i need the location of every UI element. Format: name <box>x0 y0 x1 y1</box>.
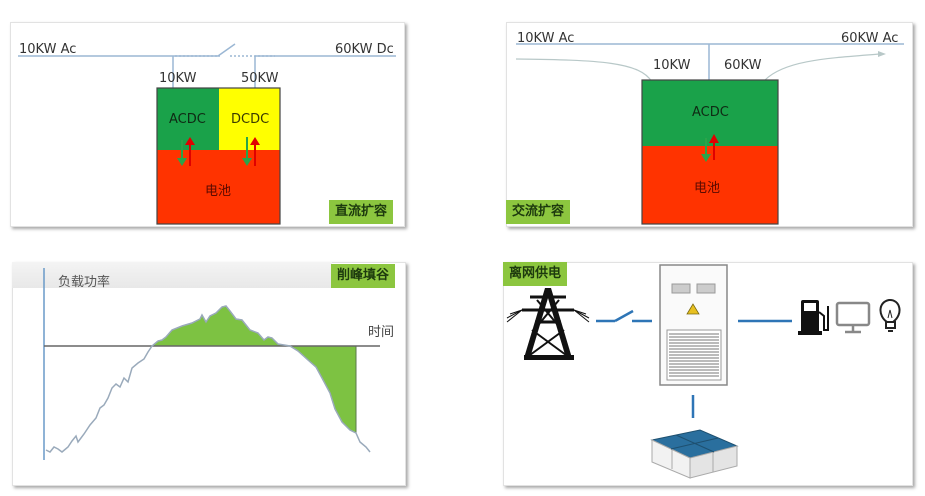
dcdc-power-label: 50KW <box>241 71 279 86</box>
y-axis-label: 负载功率 <box>58 275 111 290</box>
dc-left-bus-label: 10KW Ac <box>19 42 77 57</box>
fuel-pump-icon <box>798 300 829 335</box>
peak-shaving-header-band <box>12 262 332 288</box>
warning-icon <box>686 303 700 315</box>
peak-shaving-tag: 削峰填谷 <box>331 264 396 288</box>
off-grid-tag: 离网供电 <box>503 262 568 286</box>
light-bulb-icon <box>879 299 901 332</box>
ac-expansion-tag: 交流扩容 <box>506 200 571 224</box>
inverter-cabinet-icon <box>659 264 728 386</box>
dcdc-charge-arrows <box>242 137 260 166</box>
acdc-block <box>642 80 778 146</box>
acdc-power-label: 10KW <box>159 71 197 86</box>
dcdc-block <box>219 88 280 150</box>
charge-arrows <box>701 134 719 162</box>
ac-out-power-label: 60KW <box>724 58 762 73</box>
ac-right-bus-label: 60KW Ac <box>841 31 899 46</box>
ac-left-bus-label: 10KW Ac <box>517 31 575 46</box>
battery-pack-icon <box>650 429 739 479</box>
dcdc-label: DCDC <box>231 112 270 127</box>
battery-block <box>642 146 778 224</box>
switch-icon <box>596 309 652 323</box>
converter-outline <box>641 79 779 225</box>
x-axis-label: 时间 <box>368 325 395 340</box>
battery-label: 电池 <box>205 184 232 199</box>
power-tower-icon <box>506 288 590 360</box>
ac-in-power-label: 10KW <box>653 58 691 73</box>
battery-block <box>157 150 280 224</box>
dc-expansion-tag: 直流扩容 <box>329 200 394 224</box>
ac-acdc-label: ACDC <box>692 105 729 120</box>
acdc-label: ACDC <box>169 112 206 127</box>
load-curve <box>45 305 371 453</box>
converter-outline <box>156 87 281 225</box>
acdc-block <box>157 88 219 150</box>
switch-icon <box>217 43 236 57</box>
monitor-icon <box>835 301 871 334</box>
dc-right-bus-label: 60KW Dc <box>335 42 394 57</box>
acdc-charge-arrows <box>177 137 195 166</box>
ac-battery-label: 电池 <box>694 181 721 196</box>
